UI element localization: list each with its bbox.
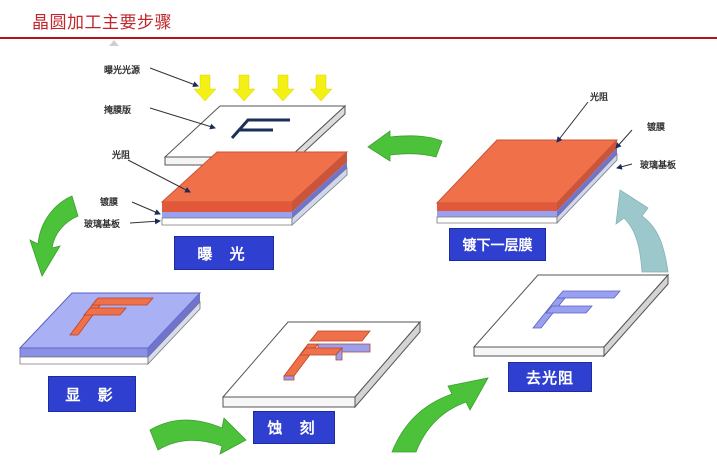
label-deposit-photoresist: 光阻	[590, 93, 609, 103]
develop-stack	[18, 292, 202, 366]
step-label-strip: 去光阻	[508, 362, 592, 392]
arrow-strip-to-deposit	[615, 189, 669, 273]
step-label-exposure: 曝 光	[174, 236, 274, 270]
exposure-stack	[127, 67, 349, 226]
page-title: 晶圆加工主要步骤	[32, 13, 172, 33]
step-label-deposit: 镀下一层膜	[449, 228, 546, 261]
arrow-etch-to-strip	[391, 377, 489, 453]
label-deposit-coating: 镀膜	[647, 123, 666, 133]
arrow-exposure-to-develop	[29, 195, 79, 277]
title-divider	[0, 37, 717, 39]
label-mask: 掩膜版	[104, 106, 132, 116]
label-deposit-substrate: 玻璃基板	[640, 161, 677, 171]
label-coating: 镀膜	[100, 198, 119, 208]
wafer-process-diagram	[0, 40, 717, 470]
label-photoresist: 光阻	[112, 151, 131, 161]
caret-up-icon	[109, 40, 119, 46]
light-arrows	[193, 74, 333, 102]
label-light-source: 曝光光源	[104, 66, 141, 76]
arrow-develop-to-etch	[149, 417, 247, 455]
label-substrate: 玻璃基板	[84, 220, 121, 230]
strip-stack	[472, 273, 670, 358]
step-label-develop: 显 影	[48, 376, 136, 412]
step-label-etch: 蚀 刻	[253, 411, 335, 444]
arrow-deposit-to-exposure	[367, 130, 443, 162]
deposit-stack	[435, 101, 633, 224]
etch-stack	[221, 320, 422, 409]
